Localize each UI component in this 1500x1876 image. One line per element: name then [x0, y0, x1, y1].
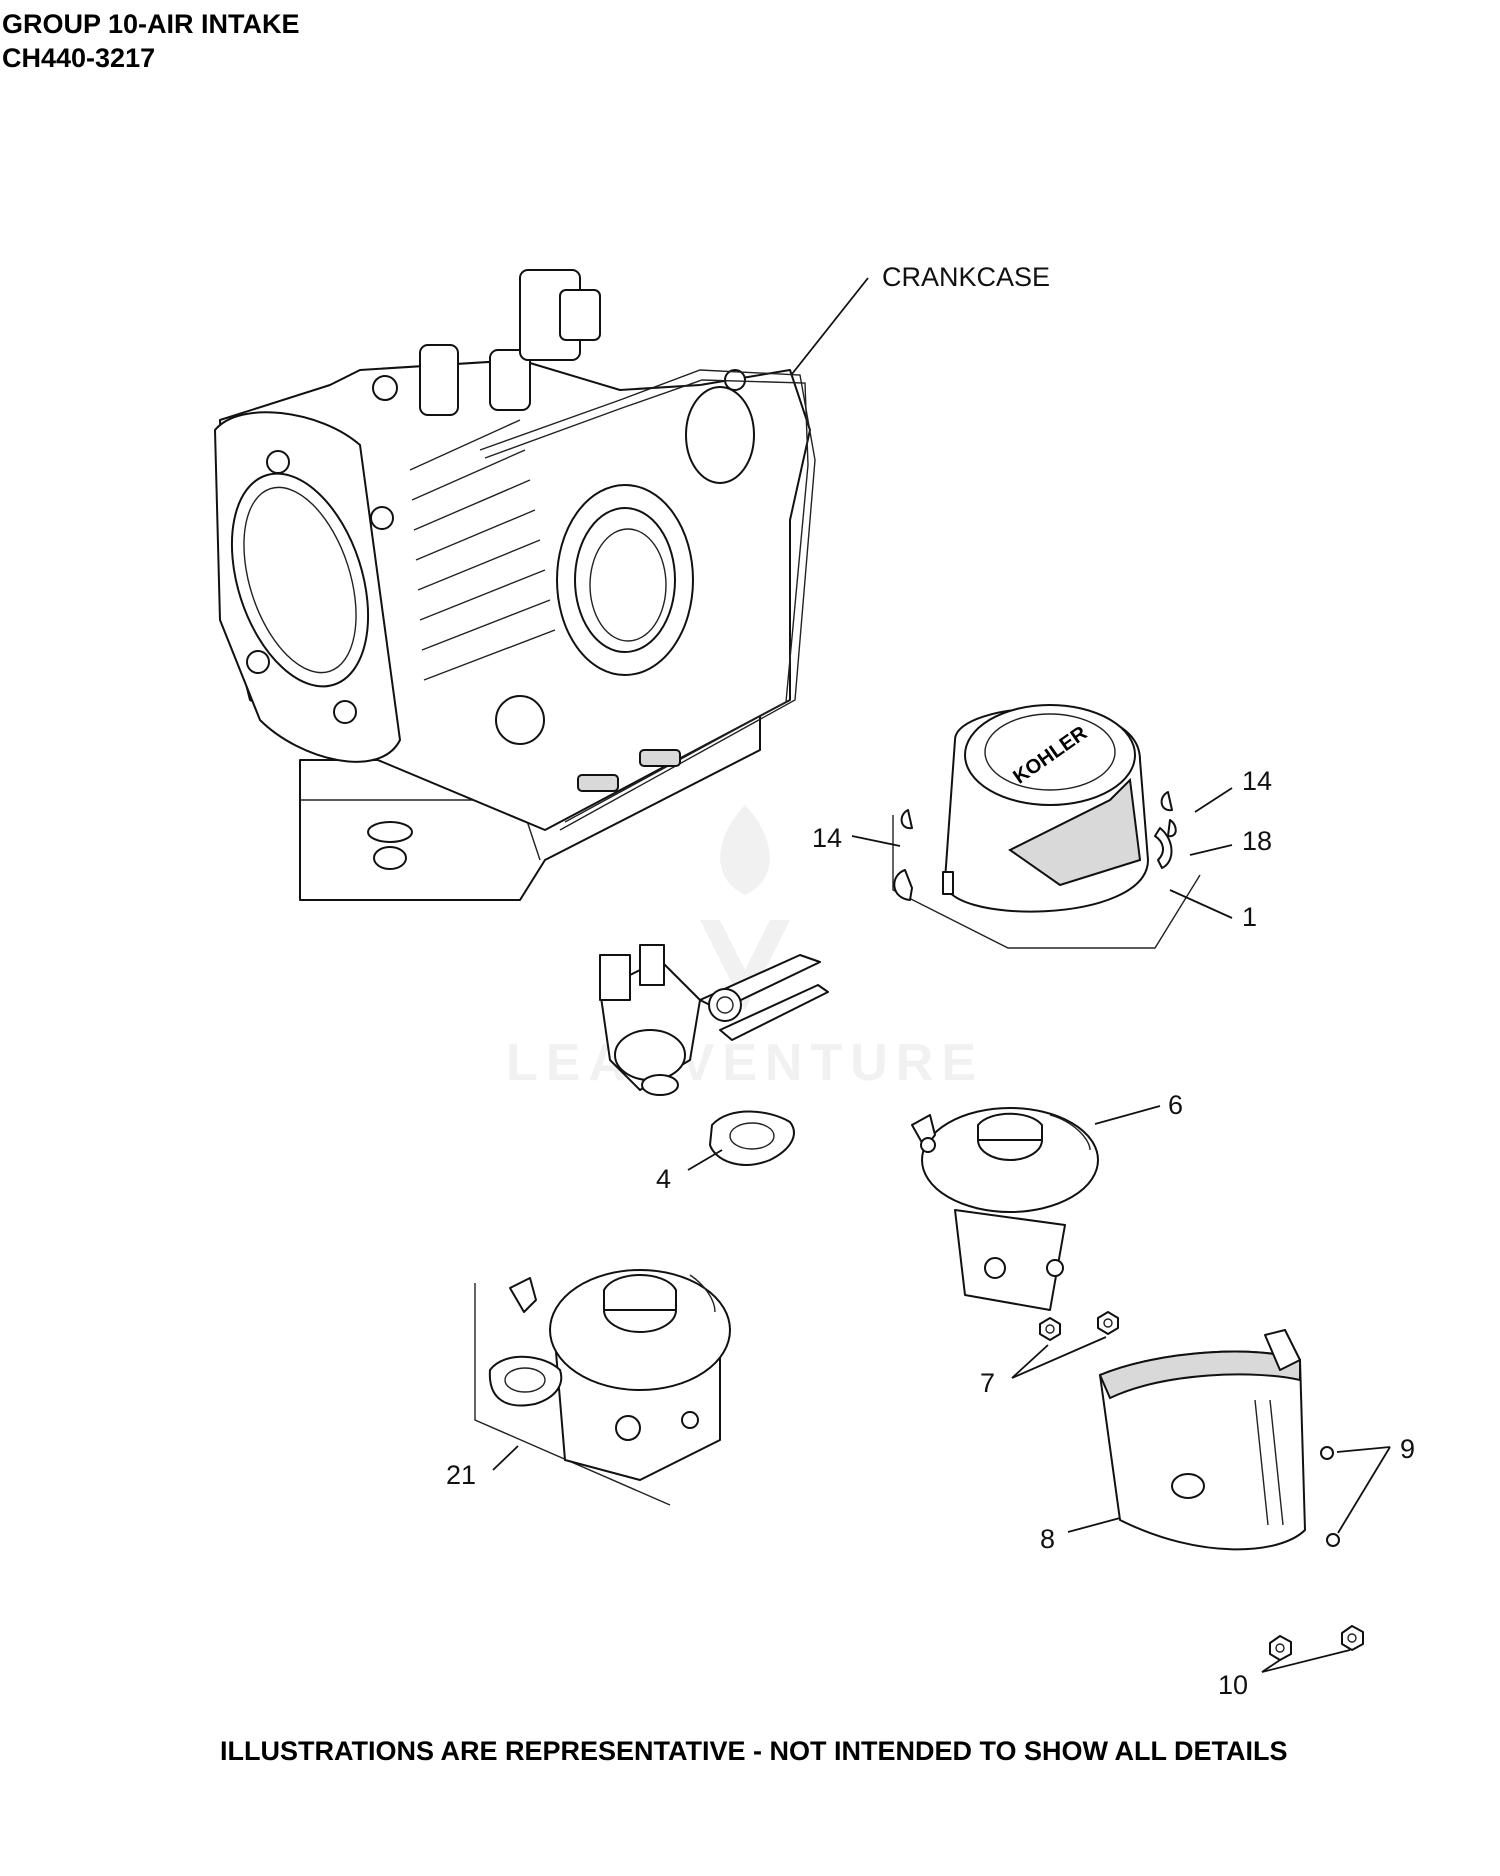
part-7-nuts — [1039, 1311, 1119, 1341]
callout-8: 8 — [1040, 1524, 1055, 1554]
leader-14-left — [851, 835, 901, 847]
leader-crankcase — [791, 277, 869, 375]
leader-10-a — [1261, 1659, 1281, 1673]
part-21-air-cleaner-assembly — [474, 1269, 731, 1506]
part-8-housing — [1098, 1329, 1306, 1551]
part-14-clips-right — [1160, 791, 1177, 838]
leader-8 — [1067, 1517, 1121, 1533]
leader-18 — [1189, 844, 1233, 856]
part-18-clip — [1154, 827, 1173, 869]
callout-9: 9 — [1400, 1434, 1415, 1464]
model-number: CH440-3217 — [2, 43, 156, 73]
callout-18: 18 — [1242, 826, 1272, 856]
callout-6: 6 — [1168, 1090, 1183, 1120]
callout-crankcase: CRANKCASE — [882, 262, 1050, 292]
callout-10: 10 — [1218, 1670, 1248, 1700]
part-6-air-cleaner-base — [911, 1107, 1099, 1311]
part-10-nuts — [1269, 1625, 1364, 1661]
leader-10-b — [1261, 1649, 1351, 1673]
flame-logo-icon — [720, 805, 770, 895]
leader-7-a — [1011, 1344, 1049, 1379]
leader-21 — [492, 1445, 519, 1471]
leader-1 — [1169, 889, 1233, 919]
callout-14-right: 14 — [1242, 766, 1272, 796]
part-9-screws — [1320, 1446, 1340, 1547]
leader-14-right — [1194, 787, 1233, 813]
watermark-text: LEADVENTURE — [506, 1034, 984, 1092]
part-14-clips-left — [893, 809, 913, 901]
page-title: GROUP 10-AIR INTAKE — [2, 9, 300, 39]
leader-6 — [1094, 1105, 1161, 1125]
leader-7-b — [1011, 1336, 1107, 1379]
callout-1: 1 — [1242, 902, 1257, 932]
callout-14-left: 14 — [812, 823, 842, 853]
disclaimer-note: ILLUSTRATIONS ARE REPRESENTATIVE - NOT I… — [220, 1736, 1288, 1766]
callout-7: 7 — [980, 1368, 995, 1398]
part-1-air-cleaner-cover: KOHLER — [892, 704, 1201, 949]
carburetor-part — [599, 944, 829, 1096]
leader-9-b — [1337, 1446, 1391, 1534]
watermark-logo: LEADVENTURE — [506, 805, 984, 1092]
leader-4 — [687, 1149, 723, 1171]
leader-9-a — [1336, 1446, 1391, 1453]
callout-21: 21 — [446, 1460, 476, 1490]
crankcase-part — [214, 269, 816, 901]
part-4-gasket — [709, 1110, 795, 1166]
callout-4: 4 — [656, 1164, 671, 1194]
